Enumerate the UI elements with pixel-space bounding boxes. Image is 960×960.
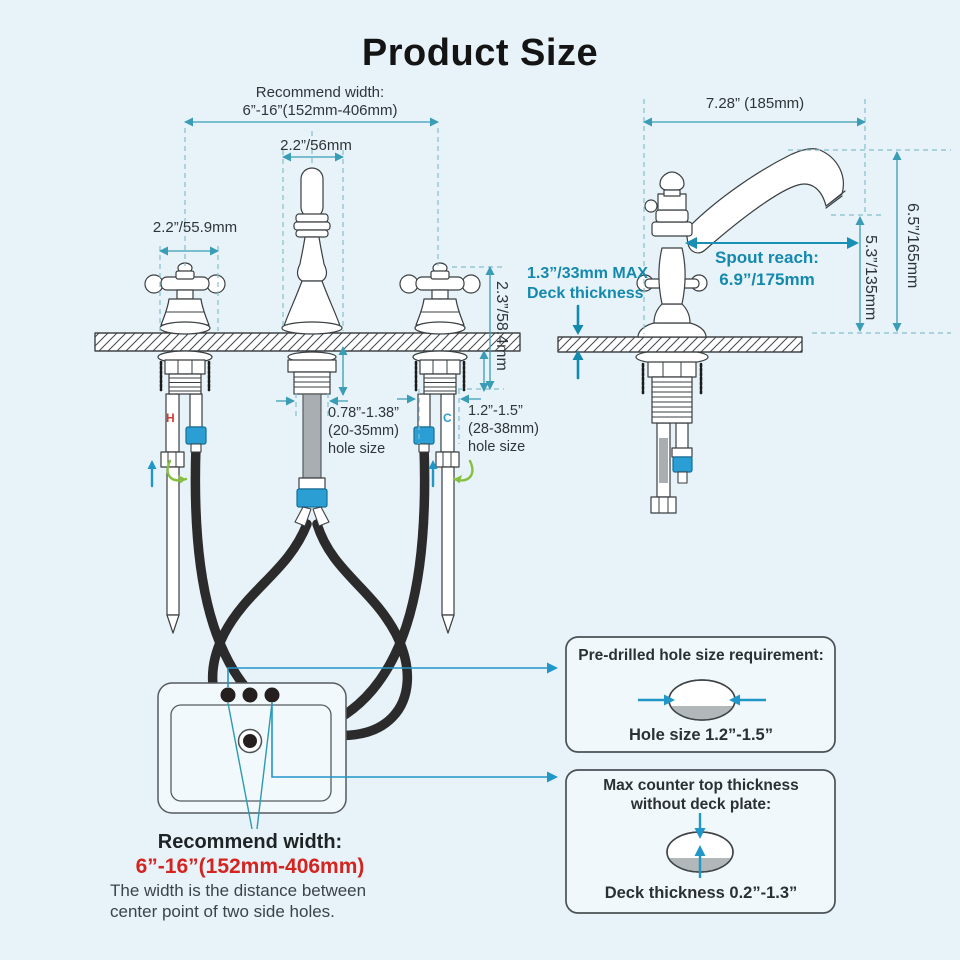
faucet-hole-center — [242, 687, 258, 703]
hose-connector — [185, 426, 207, 445]
front-view-illustration — [94, 167, 521, 741]
faucet-hole-right — [264, 687, 280, 703]
side-hole-range: 1.2”-1.5” — [468, 403, 523, 419]
countertop-side — [557, 336, 803, 353]
callout-line-deck — [271, 703, 558, 783]
spout-side — [685, 148, 844, 254]
callout-box-deck — [565, 769, 836, 914]
callout-deck-title2: without deck plate: — [630, 796, 772, 813]
front-view-dimension-lines — [159, 117, 495, 406]
callout-deck-title1: Max counter top thickness — [603, 777, 799, 794]
deck-max-line1: 1.3”/33mm MAX — [527, 265, 648, 282]
callout-line-hole — [227, 662, 558, 687]
cold-label: C — [443, 411, 452, 425]
faucet-side — [636, 148, 846, 338]
hose-connector — [672, 456, 693, 473]
countertop-front — [94, 332, 521, 352]
side-view-illustration — [557, 148, 846, 514]
overall-height-dim: 6.5”/165mm — [904, 203, 921, 289]
sink-top-view — [157, 662, 558, 830]
sink-note-line2: center point of two side holes. — [110, 902, 335, 921]
spout-width-dim: 2.2”/56mm — [280, 137, 352, 154]
push-up-arrow-icon — [147, 460, 438, 488]
callout-hole-title: Pre-drilled hole size requirement: — [578, 647, 824, 664]
page-title: Product Size — [361, 32, 599, 74]
spout-reach-label: Spout reach: — [715, 248, 819, 267]
handle-width-dim: 2.2”/55.9mm — [152, 219, 238, 236]
hot-label: H — [166, 411, 175, 425]
side-hole-caption: hole size — [468, 439, 526, 455]
rotate-arrow-icon — [166, 459, 474, 484]
spout-height-dim: 5.3”/135mm — [862, 235, 879, 321]
recommend-width-value: 6”-16”(152mm-406mm) — [242, 102, 398, 119]
center-hole-range: 0.78”-1.38” — [328, 405, 399, 421]
handle-left — [144, 262, 226, 335]
callout-deck-caption: Deck thickness 0.2”-1.3” — [604, 884, 798, 902]
handle-height-dim: 2.3”/58.4mm — [493, 281, 510, 371]
center-hole-caption: hole size — [328, 441, 386, 457]
side-hole-metric: (28-38mm) — [468, 421, 539, 437]
hose-connector — [413, 426, 435, 445]
recommend-width-label: Recommend width: — [255, 84, 385, 101]
deck-max-line2: Deck thickness — [527, 285, 644, 302]
center-hole-metric: (20-35mm) — [328, 423, 399, 439]
callout-hole-caption: Hole size 1.2”-1.5” — [629, 726, 773, 744]
deck-thickness-arrows — [572, 304, 584, 380]
spout-front — [281, 167, 343, 335]
sink-note-line1: The width is the distance between — [110, 881, 367, 900]
drain-hole — [243, 734, 257, 748]
sink-recommend-heading: Recommend width: — [157, 831, 343, 853]
handle-right — [399, 262, 481, 335]
hose-connector — [296, 488, 328, 508]
faucet-hole-left — [220, 687, 236, 703]
spout-reach-value: 6.9”/175mm — [719, 270, 815, 289]
hot-hose — [190, 441, 413, 741]
side-view-dimension-lines — [643, 117, 902, 332]
callout-box-hole — [565, 636, 836, 753]
overall-width-dim: 7.28” (185mm) — [705, 95, 805, 112]
sink-recommend-range: 6”-16”(152mm-406mm) — [135, 855, 365, 878]
